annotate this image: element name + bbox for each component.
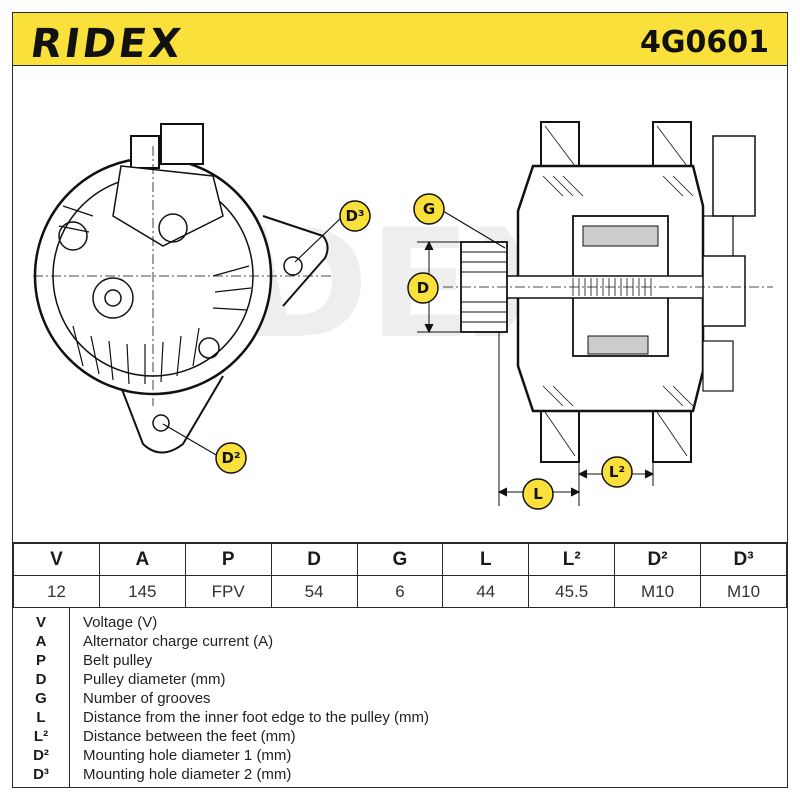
legend-item: D³ Mounting hole diameter 2 (mm) [13, 766, 787, 784]
legend-list: V Voltage (V) A Alternator charge curren… [12, 608, 788, 788]
part-number: 4G0601 [640, 25, 769, 60]
label-d-callout: D [407, 272, 439, 304]
brand-logo: RIDEX [27, 21, 187, 67]
spec-value-row: 12 145 FPV 54 6 44 45.5 M10 M10 [13, 575, 787, 608]
spec-header-row: V A P D G L L² D² D³ [13, 543, 787, 576]
label-g-callout: G [413, 193, 506, 249]
spec-header-l: L [442, 543, 530, 576]
label-l: L [533, 485, 543, 503]
label-d3: D³ [345, 207, 364, 225]
spec-value-p: FPV [184, 575, 272, 608]
spec-value-a: 145 [98, 575, 186, 608]
label-l2-callout: L² [601, 456, 633, 488]
legend-key: G [35, 690, 47, 707]
legend-key: V [35, 614, 46, 631]
technical-drawing: RIDEX [12, 66, 788, 542]
legend-description: Alternator charge current (A) [83, 633, 274, 650]
legend-item: V Voltage (V) [13, 614, 787, 632]
legend-key: L [36, 709, 46, 726]
spec-header-g: G [356, 543, 444, 576]
legend-description: Voltage (V) [83, 614, 158, 631]
legend-key: A [35, 633, 47, 650]
spec-value-d: 54 [270, 575, 358, 608]
alternator-front-view [33, 123, 333, 454]
spec-header-v: V [13, 543, 100, 576]
spec-value-v: 12 [13, 575, 100, 608]
legend-description: Pulley diameter (mm) [83, 671, 226, 688]
legend-description: Distance from the inner foot edge to the… [83, 709, 429, 726]
legend-description: Belt pulley [83, 652, 153, 669]
spec-header-l2: L² [528, 543, 616, 576]
legend-item: D² Mounting hole diameter 1 (mm) [13, 747, 787, 765]
label-g: G [423, 200, 435, 218]
spec-header-d2: D² [614, 543, 701, 576]
header-bar: RIDEX 4G0601 [12, 12, 788, 67]
legend-item: P Belt pulley [13, 652, 787, 670]
legend-key: L² [33, 728, 49, 745]
specifications-table: V A P D G L L² D² D³ 12 145 FPV 54 6 44 … [12, 542, 788, 608]
legend-item: D Pulley diameter (mm) [13, 671, 787, 689]
legend-description: Distance between the feet (mm) [83, 728, 296, 745]
legend-item: L² Distance between the feet (mm) [13, 728, 787, 746]
spec-value-d3: M10 [700, 575, 787, 608]
spec-value-d2: M10 [614, 575, 701, 608]
spec-header-d3: D³ [700, 543, 787, 576]
label-d2: D² [221, 449, 240, 467]
legend-key: D³ [33, 766, 49, 783]
legend-item: L Distance from the inner foot edge to t… [13, 709, 787, 727]
spec-header-p: P [184, 543, 272, 576]
legend-description: Mounting hole diameter 1 (mm) [83, 747, 292, 764]
legend-item: A Alternator charge current (A) [13, 633, 787, 651]
alternator-side-section-view [443, 121, 773, 463]
legend-divider [69, 608, 70, 787]
label-d3-callout: D³ [294, 200, 371, 263]
legend-key: P [35, 652, 46, 669]
label-l-callout: L [522, 478, 554, 510]
label-d: D [417, 279, 429, 297]
legend-key: D² [33, 747, 49, 764]
legend-description: Mounting hole diameter 2 (mm) [83, 766, 292, 783]
label-d2-callout: D² [162, 423, 247, 474]
spec-header-d: D [270, 543, 358, 576]
dimension-l [497, 332, 655, 506]
legend-description: Number of grooves [83, 690, 211, 707]
label-l2: L² [609, 463, 625, 481]
spec-value-l: 44 [442, 575, 530, 608]
spec-value-l2: 45.5 [528, 575, 616, 608]
legend-item: G Number of grooves [13, 690, 787, 708]
legend-key: D [35, 671, 47, 688]
spec-header-a: A [98, 543, 186, 576]
spec-value-g: 6 [356, 575, 444, 608]
alternator-drawing-svg: RIDEX [33, 121, 773, 510]
